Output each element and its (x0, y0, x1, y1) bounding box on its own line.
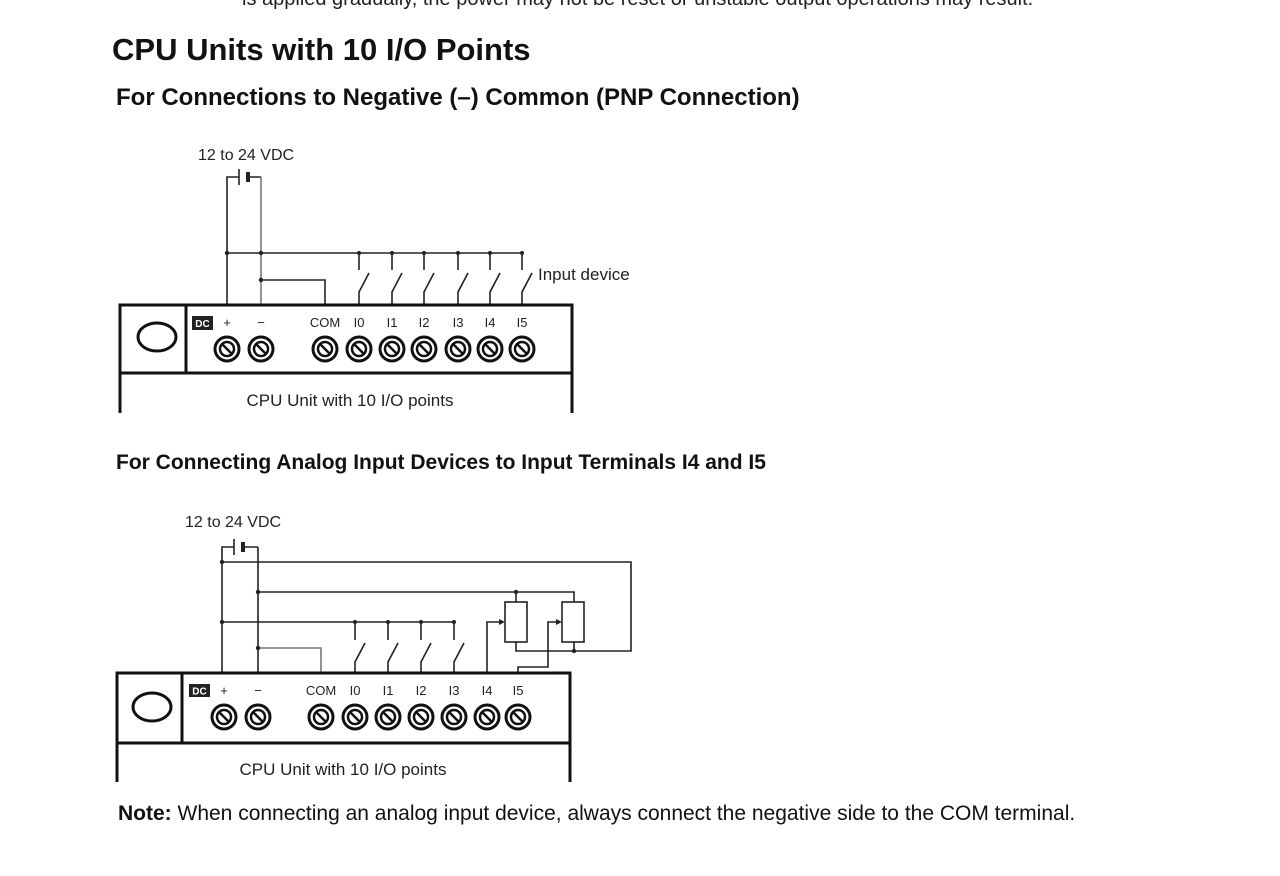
terminal-label: I4 (485, 315, 496, 330)
diagram-pnp: 12 to 24 VDC Input device DC + − COM I0 I1 I2… (118, 147, 630, 413)
terminal-screw (247, 335, 275, 363)
terminal-label: COM (310, 315, 340, 330)
indicator-oval (131, 691, 173, 723)
terminal-screw (244, 703, 272, 731)
page-title: CPU Units with 10 I/O Points (112, 32, 531, 67)
terminal-label: I2 (416, 683, 427, 698)
input-switch-icon (419, 620, 432, 673)
terminal-label: COM (306, 683, 336, 698)
terminal-screw (213, 335, 241, 363)
terminal-label: I4 (482, 683, 493, 698)
dc-badge-text: DC (195, 319, 209, 330)
input-switch-icon (390, 251, 403, 305)
terminal-screw (311, 335, 339, 363)
note-label: Note: (118, 802, 172, 825)
unit-label: CPU Unit with 10 I/O points (247, 391, 454, 410)
terminal-label: I3 (453, 315, 464, 330)
note: Note: When connecting an analog input de… (118, 802, 1075, 826)
battery-icon (221, 539, 258, 673)
junction-dot (258, 277, 264, 283)
terminal-label: I5 (513, 683, 524, 698)
section-heading-analog: For Connecting Analog Input Devices to I… (116, 451, 766, 474)
terminal-screw (374, 703, 402, 731)
junction-dot (255, 589, 261, 595)
terminal-screw (508, 335, 536, 363)
input-switch-icon (488, 251, 501, 305)
terminal-label: + (220, 683, 228, 698)
terminal-screw (476, 335, 504, 363)
terminal-screw (444, 335, 472, 363)
dc-badge (189, 684, 210, 697)
terminal-label: I2 (419, 315, 430, 330)
terminal-label: − (254, 683, 262, 698)
terminal-label: I1 (383, 683, 394, 698)
unit-label: CPU Unit with 10 I/O points (240, 760, 447, 779)
terminal-screw (341, 703, 369, 731)
supply-label: 12 to 24 VDC (185, 514, 281, 531)
terminal-label: − (257, 315, 265, 330)
terminal-screw (407, 703, 435, 731)
input-switch-icon (357, 251, 370, 305)
terminal-screw (345, 335, 373, 363)
input-switch-icon (456, 251, 469, 305)
terminal-label: I3 (449, 683, 460, 698)
indicator-oval (136, 321, 178, 353)
terminal-screw (378, 335, 406, 363)
com-wire (258, 647, 322, 673)
terminal-screw (307, 703, 335, 731)
terminal-label: I0 (354, 315, 365, 330)
input-switch-icon (386, 620, 399, 673)
analog-device-i5 (517, 601, 585, 673)
input-switch-icon (452, 620, 465, 673)
input-switch-icon (520, 251, 533, 305)
clipped-previous-text: is applied gradually, the power may not … (242, 0, 1033, 11)
com-wire (261, 279, 326, 305)
terminal-screw (504, 703, 532, 731)
supply-label: 12 to 24 VDC (198, 147, 294, 164)
dc-badge-text: DC (192, 687, 206, 698)
junction-dot (513, 589, 519, 595)
junction-dot (219, 619, 225, 625)
positive-wire-to-devices (222, 561, 632, 652)
terminal-label: I0 (350, 683, 361, 698)
terminal-label: I5 (517, 315, 528, 330)
junction-dot (571, 648, 577, 654)
junction-dot (219, 559, 225, 565)
terminal-screw (410, 335, 438, 363)
terminal-screw (440, 703, 468, 731)
negative-wire-to-devices (258, 591, 575, 602)
terminal-label: I1 (387, 315, 398, 330)
terminal-label: + (223, 315, 231, 330)
input-device-label: Input device (538, 265, 630, 284)
junction-dot (255, 645, 261, 651)
terminal-screw (473, 703, 501, 731)
section-heading-pnp: For Connections to Negative (–) Common (… (116, 84, 800, 111)
dc-badge (192, 316, 213, 330)
junction-dot (258, 250, 264, 256)
terminal-screw (210, 703, 238, 731)
cpu-unit: DC + − COM I0 I1 I2 I3 I4 I5 CPU Unit with 10 I/… (115, 671, 572, 782)
input-switch-icon (422, 251, 435, 305)
battery-icon (226, 169, 261, 305)
input-switch-icon (353, 620, 366, 673)
analog-device-i4 (486, 601, 528, 673)
cpu-unit: DC + − COM I0 I1 I2 I3 I4 I5 CPU Unit with 10 I/… (118, 303, 574, 413)
junction-dot (224, 250, 230, 256)
note-text: When connecting an analog input device, … (171, 802, 1076, 825)
